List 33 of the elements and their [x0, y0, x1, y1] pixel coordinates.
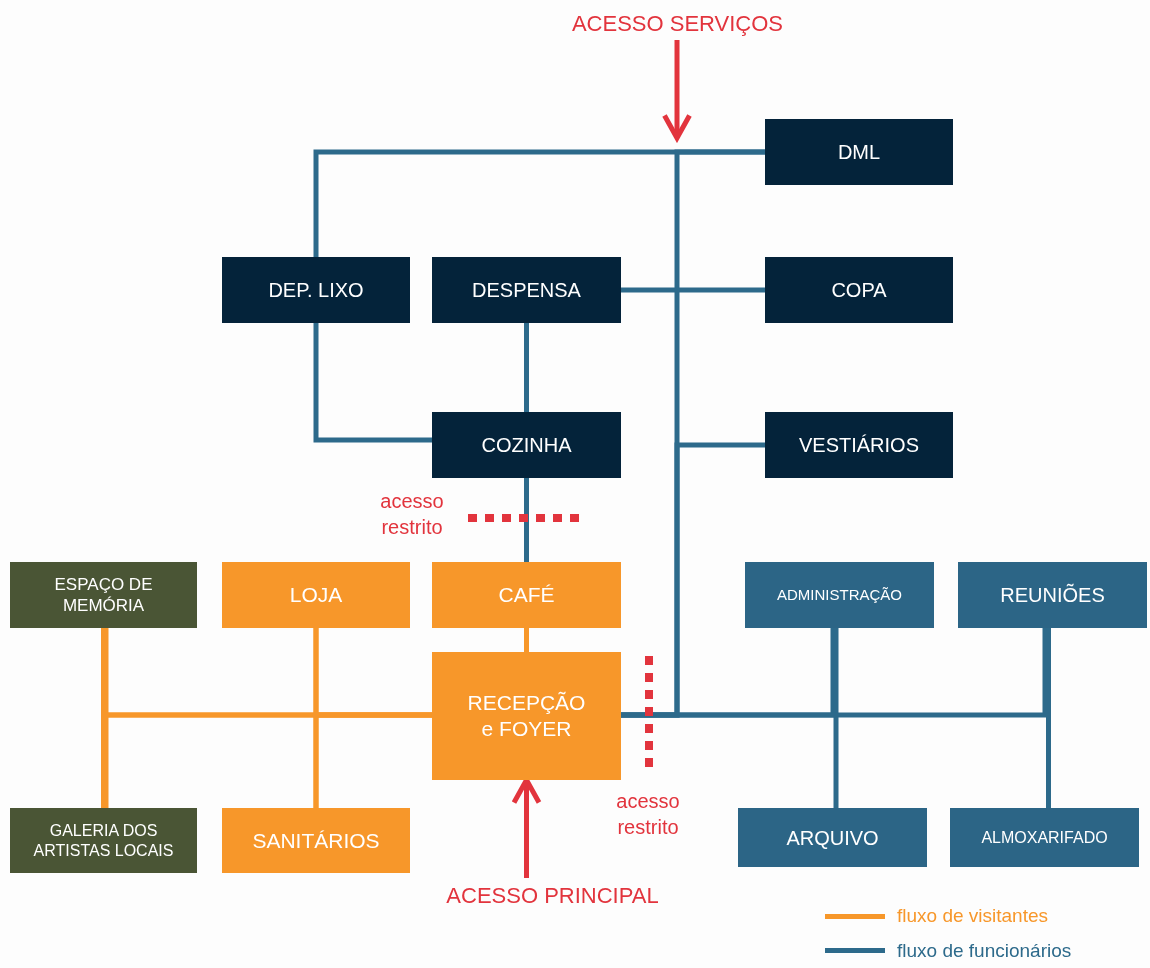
room-box: ESPAÇO DE MEMÓRIA [10, 562, 197, 628]
room-box: ALMOXARIFADO [950, 808, 1139, 867]
connector-line [621, 287, 765, 293]
connector-line [833, 628, 839, 808]
restricted-access-note: acesso restrito [615, 789, 681, 840]
room-box: COPA [765, 257, 953, 323]
room-box: DEP. LIXO [222, 257, 410, 323]
connector-line [524, 628, 529, 652]
connector-line [313, 323, 432, 443]
room-box: LOJA [222, 562, 410, 628]
room-box: SANITÁRIOS [222, 808, 410, 873]
room-box: COZINHA [432, 412, 621, 478]
connector-line [313, 712, 432, 808]
room-box: ADMINISTRAÇÃO [745, 562, 934, 628]
arrow [662, 40, 692, 141]
legend-text: fluxo de funcionários [897, 938, 1072, 963]
connector-line [101, 628, 106, 808]
room-box: GALERIA DOS ARTISTAS LOCAIS [10, 808, 197, 873]
access-label: ACESSO SERVIÇOS [545, 6, 810, 40]
connector-line [524, 478, 529, 562]
room-box: REUNIÕES [958, 562, 1147, 628]
connector-line [524, 323, 529, 412]
restricted-access-note: acesso restrito [379, 489, 445, 540]
room-box: CAFÉ [432, 562, 621, 628]
legend-text: fluxo de visitantes [897, 904, 1049, 928]
room-box: DESPENSA [432, 257, 621, 323]
room-box: RECEPÇÃO e FOYER [432, 652, 621, 780]
room-box: DML [765, 119, 953, 185]
connector-line [621, 628, 1048, 718]
room-box: ARQUIVO [738, 808, 927, 867]
room-box: VESTIÁRIOS [765, 412, 953, 478]
connector-line [1046, 628, 1051, 808]
access-label: ACESSO PRINCIPAL [420, 878, 685, 912]
